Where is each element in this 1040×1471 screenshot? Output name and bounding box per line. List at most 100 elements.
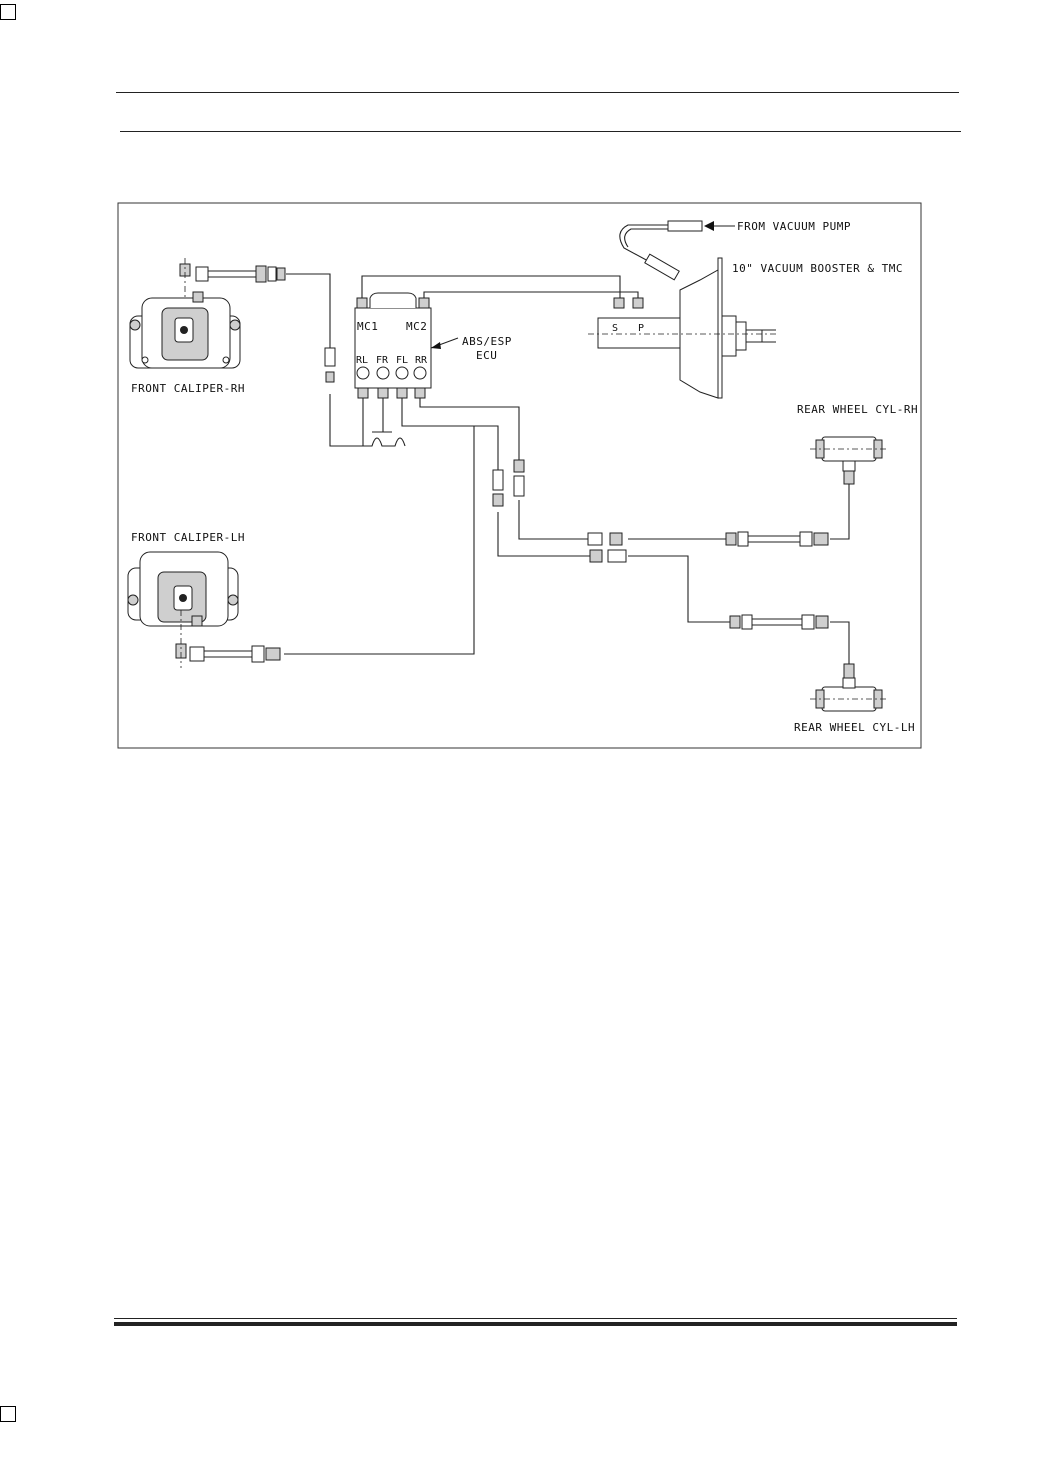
label-booster: 10" VACUUM BOOSTER & TMC [732,262,903,275]
header-rule-top [116,92,959,93]
label-abs-ecu-1: ABS/ESP [462,335,512,348]
line-mc2-p [423,291,639,300]
fitting [513,459,525,473]
label-mc1: MC1 [357,320,378,333]
line-rr-d [830,484,850,540]
line-front-rh-hose [286,273,331,348]
line-rl-a [405,425,499,470]
label-rear-wheel-cyl-rh: REAR WHEEL CYL-RH [797,403,918,416]
fitting [632,297,644,309]
line-mc1-s [361,275,621,300]
label-port-rr: RR [415,355,428,366]
caliper-rh-port [180,326,188,334]
caliper-lh-bolt [227,594,239,606]
caliper-rh-bolt [141,356,149,364]
caliper-rh-bolt [229,319,241,331]
ecu-port-rr [413,366,427,380]
fitting [418,297,430,309]
fitting [725,532,737,546]
label-port-s: S [612,323,618,334]
fitting [325,371,335,383]
footer-rule-thick [114,1322,957,1326]
line-rr-b [518,500,588,540]
fitting [513,475,525,497]
fitting [324,347,336,367]
line-rl-d [830,621,850,664]
booster-boot [735,321,747,351]
caliper-rh-bolt [129,319,141,331]
fitting [492,469,504,491]
label-port-fl: FL [396,355,408,366]
vacuum-booster-tmc [588,220,778,399]
rear-wheel-cyl-rh [810,436,888,472]
vacuum-arrow-head [704,221,714,231]
brake-lines [284,224,850,664]
fitting [251,645,265,663]
fitting [587,532,603,546]
fitting [813,532,829,546]
caliper-rh-bolt [222,356,230,364]
ecu-port-fr [376,366,390,380]
front-caliper-rh [129,258,241,369]
label-front-caliper-lh: FRONT CALIPER-LH [131,531,245,544]
caliper-lh-fitting [191,615,203,627]
line-hump-cross [363,437,406,447]
ecu-leader-arrow [431,342,441,349]
label-mc2: MC2 [406,320,427,333]
label-port-p: P [638,323,644,334]
fitting [589,549,603,563]
line-front-rh-ecu [329,394,364,447]
vacuum-hose [619,224,668,263]
ecu-motor [369,292,417,308]
fitting [815,615,829,629]
caliper-lh-bolt [127,594,139,606]
ecu-port-rl [356,366,370,380]
rear-cyl-rh-inlet [842,460,856,472]
fitting [356,297,368,309]
fittings [189,265,855,679]
rear-wheel-cyl-lh [810,677,888,712]
fitting [843,663,855,679]
vacuum-connector [667,220,703,232]
caliper-lh-port [179,594,187,602]
caliper-rh-fitting [192,291,204,303]
front-caliper-lh [127,551,239,668]
fitting [276,267,286,281]
fitting [195,266,209,282]
fitting [737,531,749,547]
fitting [799,531,813,547]
diagram-frame [117,202,922,749]
label-rear-wheel-cyl-lh: REAR WHEEL CYL-LH [794,721,915,734]
fitting [609,532,623,546]
line-rr-a [419,398,520,460]
line-fr-stub [372,398,392,433]
vacuum-hose-inner [624,228,668,248]
rear-cyl-lh-inlet [842,677,856,689]
footer-rule-thin [114,1318,957,1319]
label-vacuum-pump: FROM VACUUM PUMP [737,220,851,233]
corner-marker-bottom [0,1406,16,1422]
abs-ecu-unit [354,292,459,389]
check-valve [644,253,680,281]
booster-plate [717,257,723,399]
fitting [265,647,281,661]
fitting [729,615,741,629]
line-rl-c [628,555,730,623]
booster-hub [721,315,737,357]
line-front-lh [284,398,475,655]
fitting [613,297,625,309]
fitting [801,614,815,630]
label-front-caliper-rh: FRONT CALIPER-RH [131,382,245,395]
corner-marker-top [0,4,16,20]
fitting [492,493,504,507]
label-port-rl: RL [356,355,368,366]
label-port-fr: FR [376,355,389,366]
fitting [843,469,855,485]
line-rl-b [497,512,590,557]
fitting [741,614,753,630]
tmc-body [597,317,681,349]
ecu-port-fl [395,366,409,380]
pushrod [745,329,763,343]
label-abs-ecu-2: ECU [476,349,497,362]
